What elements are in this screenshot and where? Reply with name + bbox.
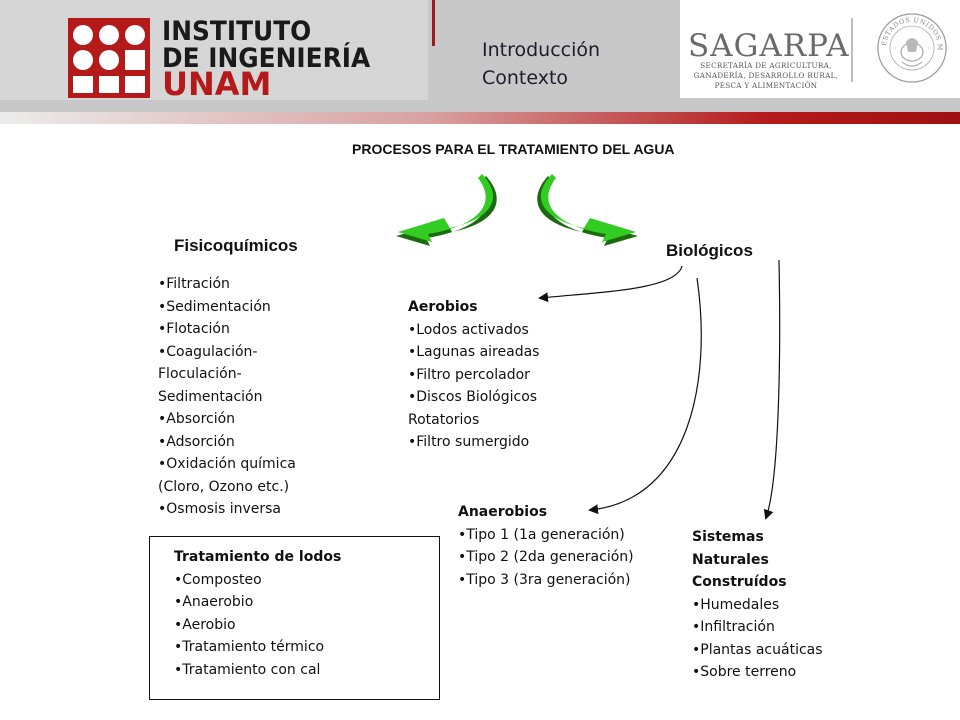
list-item: •Composteo [174, 571, 262, 588]
list-item: •Oxidación química [158, 456, 296, 472]
anaerobios-title: Anaerobios [458, 504, 548, 520]
list-item: •Coagulación- [158, 343, 258, 360]
sagarpa-subtitle-line2: GANADERÍA, DESARROLLO RURAL, [693, 71, 839, 80]
list-item: •Sedimentación [158, 298, 271, 315]
green-arrow-left-icon [396, 174, 497, 246]
sistemas-title-line: Naturales [692, 551, 769, 568]
mexico-seal-icon: ESTADOS UNIDOS MEXICANOS [876, 12, 947, 83]
aerobios-list: Aerobios •Lodos activados •Lagunas airea… [408, 296, 539, 454]
sagarpa-divider [851, 18, 853, 82]
lodos-title: Tratamiento de lodos [174, 549, 342, 565]
sagarpa-subtitle-line3: PESCA Y ALIMENTACIÓN [714, 81, 818, 90]
header-divider [432, 0, 435, 46]
diagram-title: PROCESOS PARA EL TRATAMIENTO DEL AGUA [352, 141, 675, 157]
institute-name-line2: DE INGENIERÍA [162, 43, 371, 74]
fisicoquimicos-title: Fisicoquímicos [174, 236, 298, 255]
list-item: •Plantas acuáticas [692, 641, 823, 658]
list-item: •Adsorción [158, 433, 235, 450]
list-item: •Osmosis inversa [158, 501, 281, 517]
list-item: Sedimentación [158, 388, 263, 405]
sistemas-list: Sistemas Naturales Construídos •Humedale… [692, 526, 823, 684]
connector-to-anaerobios [588, 277, 702, 515]
list-item: •Flotación [158, 321, 230, 337]
institute-name-line1: INSTITUTO [162, 16, 312, 47]
list-item: •Sobre terreno [692, 664, 797, 680]
aerobios-title: Aerobios [408, 299, 478, 315]
biologicos-title: Biológicos [666, 241, 753, 260]
list-item: (Cloro, Ozono etc.) [158, 478, 290, 495]
nav-item-contexto[interactable]: Contexto [482, 67, 569, 89]
nav-item-introduccion[interactable]: Introducción [482, 39, 601, 61]
list-item: •Lagunas aireadas [408, 344, 540, 360]
list-item: •Aerobio [174, 616, 236, 633]
list-item: •Tipo 2 (2da generación) [458, 549, 634, 565]
list-item: •Filtro percolador [408, 366, 530, 383]
list-item: •Tratamiento con cal [174, 661, 321, 678]
list-item: •Infiltración [692, 619, 775, 635]
lodos-list: Tratamiento de lodos •Composteo •Anaerob… [174, 546, 341, 681]
list-item: Rotatorios [408, 411, 480, 428]
sistemas-title-line: Sistemas [692, 529, 764, 545]
list-item: •Tipo 1 (1a generación) [458, 526, 625, 543]
list-item: •Discos Biológicos [408, 389, 538, 405]
list-item: •Lodos activados [408, 321, 529, 338]
sagarpa-subtitle: SECRETARÍA DE AGRICULTURA, GANADERÍA, DE… [686, 61, 846, 91]
list-item: •Tratamiento térmico [174, 639, 325, 655]
header-stripe [0, 112, 960, 124]
sistemas-title-line: Construídos [692, 574, 787, 590]
list-item: •Anaerobio [174, 594, 254, 610]
ii-unam-logo-icon [68, 18, 150, 98]
green-arrow-right-icon [537, 174, 638, 246]
list-item: •Filtro sumergido [408, 434, 530, 450]
connector-to-aerobios [538, 265, 683, 303]
list-item: •Tipo 3 (3ra generación) [458, 571, 631, 588]
connector-to-sistemas [763, 259, 781, 520]
institute-name-line3: UNAM [162, 65, 272, 103]
anaerobios-list: Anaerobios •Tipo 1 (1a generación) •Tipo… [458, 501, 634, 591]
list-item: •Humedales [692, 596, 780, 613]
lodos-box [149, 536, 440, 700]
list-item: Floculación- [158, 366, 242, 382]
section-nav: Introducción Contexto [482, 36, 600, 92]
sagarpa-title: SAGARPA [688, 28, 850, 64]
list-item: •Filtración [158, 276, 230, 292]
list-item: •Absorción [158, 411, 236, 427]
fisicoquimicos-list: •Filtración •Sedimentación •Flotación •C… [158, 273, 296, 521]
sagarpa-subtitle-line1: SECRETARÍA DE AGRICULTURA, [700, 61, 832, 70]
